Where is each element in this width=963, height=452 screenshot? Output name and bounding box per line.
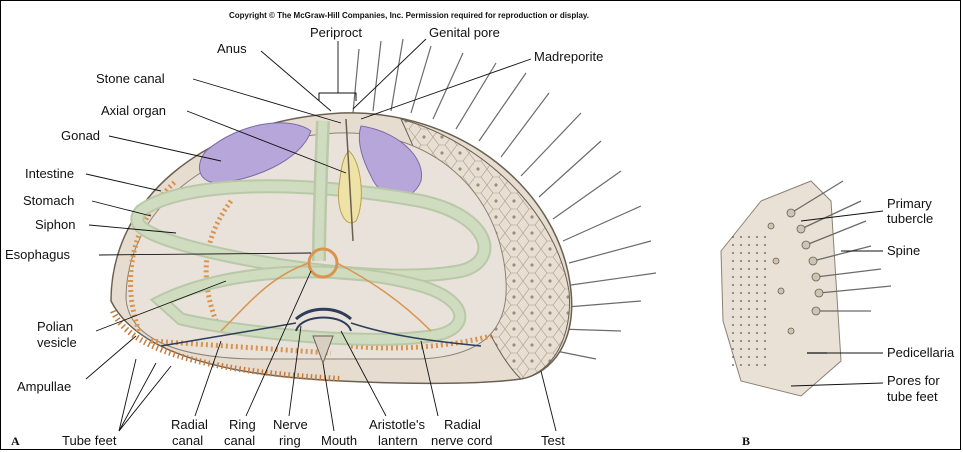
label-primary-tubercle-line2: tubercle	[887, 211, 933, 226]
label-stone-canal: Stone canal	[96, 71, 165, 86]
label-siphon: Siphon	[35, 217, 75, 232]
label-polian-vesicle-line2: vesicle	[37, 335, 77, 350]
label-intestine: Intestine	[25, 166, 74, 181]
copyright-text: Copyright © The McGraw-Hill Companies, I…	[229, 11, 589, 20]
label-pores-line2: tube feet	[887, 389, 938, 404]
label-esophagus: Esophagus	[5, 247, 71, 262]
label-stomach: Stomach	[23, 193, 74, 208]
label-primary-tubercle-line1: Primary	[887, 196, 932, 211]
panel-b-letter: B	[742, 434, 750, 448]
panel-a-illustration	[111, 39, 656, 383]
label-radial-nerve-cord-line2: nerve cord	[431, 433, 492, 448]
label-polian-vesicle-line1: Polian	[37, 319, 73, 334]
label-tube-feet: Tube feet	[62, 433, 117, 448]
label-madreporite: Madreporite	[534, 49, 603, 64]
label-radial-canal-line1: Radial	[171, 417, 208, 432]
panel-a-letter: A	[11, 434, 20, 448]
label-pores-line1: Pores for	[887, 373, 940, 388]
label-pedicellaria: Pedicellaria	[887, 345, 955, 360]
label-aristotles-lantern-line1: Aristotle's	[369, 417, 425, 432]
label-ring-canal-line2: canal	[224, 433, 255, 448]
label-anus: Anus	[217, 41, 247, 56]
label-radial-canal-line2: canal	[172, 433, 203, 448]
label-ampullae: Ampullae	[17, 379, 71, 394]
label-nerve-ring-line2: ring	[279, 433, 301, 448]
label-spine: Spine	[887, 243, 920, 258]
label-axial-organ: Axial organ	[101, 103, 166, 118]
label-aristotles-lantern-line2: lantern	[378, 433, 418, 448]
label-mouth: Mouth	[321, 433, 357, 448]
label-gonad: Gonad	[61, 128, 100, 143]
label-test: Test	[541, 433, 565, 448]
label-radial-nerve-cord-line1: Radial	[444, 417, 481, 432]
label-nerve-ring-line1: Nerve	[273, 417, 308, 432]
label-periproct: Periproct	[310, 25, 362, 40]
label-genital-pore: Genital pore	[429, 25, 500, 40]
label-ring-canal-line1: Ring	[229, 417, 256, 432]
